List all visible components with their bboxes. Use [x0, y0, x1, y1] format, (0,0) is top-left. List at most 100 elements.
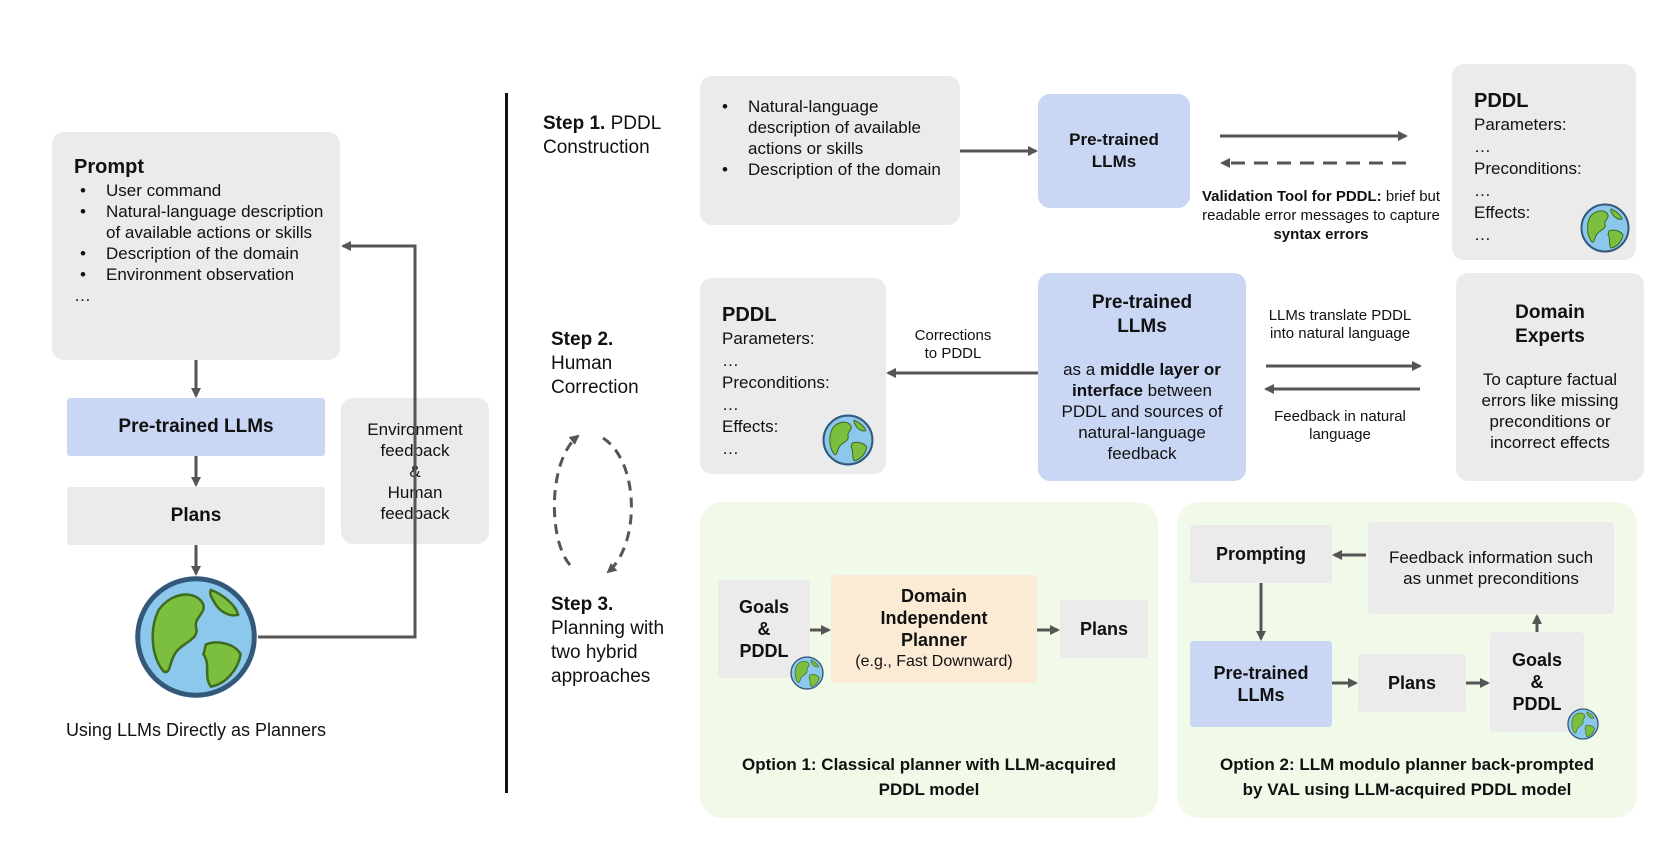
step-cycle-arrow [602, 436, 633, 574]
experts-text: To capture factual errors like missing p… [1481, 370, 1619, 452]
prompt-ellipsis: … [74, 286, 91, 305]
step2-llm-pre: as a [1063, 359, 1096, 379]
planner-line: Planner [900, 630, 968, 650]
feedback-info-box: Feedback information such as unmet preco… [1368, 522, 1614, 614]
translate-line: into natural language [1269, 325, 1411, 342]
option2-llm-label: Pre-trained LLMs [1213, 663, 1309, 705]
step1-label-bold: Step 1. [543, 113, 606, 134]
option1-plans-box: Plans [1060, 600, 1148, 658]
validation-text: Validation Tool for PDDL: brief but read… [1198, 187, 1444, 244]
step1-input-list: Natural-language description of availabl… [716, 96, 950, 180]
step2-label: Step 2. Human Correction [551, 328, 639, 400]
step3-label-line: two hybrid [551, 642, 638, 663]
step3-label-line: Planning with [551, 618, 665, 639]
experts-title: Domain Experts [1515, 302, 1585, 347]
pddl-line: … [722, 351, 739, 370]
step-cycle-arrow [552, 434, 580, 566]
pddl-line: Parameters: [1474, 115, 1567, 134]
step3-label-bold: Step 3. [551, 594, 614, 615]
planner-line: Domain [900, 586, 967, 606]
option2-caption: Option 2: LLM modulo planner back-prompt… [1177, 752, 1637, 802]
corrections-line: to PDDL [924, 345, 982, 362]
option1-caption: Option 1: Classical planner with LLM-acq… [700, 752, 1158, 802]
corrections-line: Corrections [914, 327, 992, 344]
nl-feedback-text: Feedback in natural language [1254, 408, 1426, 444]
goals-line: Goals [1511, 650, 1563, 670]
left-plans-label: Plans [170, 505, 222, 526]
goals-line: PDDL [1512, 694, 1562, 714]
option1-goals-box: Goals & PDDL [718, 580, 810, 678]
section-divider [505, 93, 508, 793]
option1-plans-label: Plans [1079, 618, 1129, 639]
step1-input-item: Description of the domain [722, 159, 950, 180]
validation-syntax: syntax errors [1273, 226, 1369, 243]
step2-pddl-title: PDDL [722, 304, 777, 326]
translate-text: LLMs translate PDDL into natural languag… [1254, 307, 1426, 343]
nl-feedback-line: Feedback in natural [1274, 408, 1406, 425]
left-plans-box: Plans [67, 487, 325, 545]
validation-bold: Validation Tool for PDDL: [1201, 188, 1382, 205]
pddl-line: Preconditions: [722, 373, 830, 392]
step2-llm-desc: as a middle layer or interface between P… [1056, 359, 1228, 464]
goals-line: Goals [738, 597, 790, 617]
step2-label-bold: Step 2. [551, 329, 614, 350]
prompt-title: Prompt [74, 156, 144, 178]
step2-llm-box: Pre-trained LLMs as a middle layer or in… [1038, 273, 1246, 481]
left-llm-label: Pre-trained LLMs [118, 416, 274, 437]
step1-label: Step 1. PDDL Construction [543, 112, 661, 160]
validation-rest: brief but readable error messages to cap… [1202, 188, 1441, 224]
pddl-line: … [722, 395, 739, 414]
option1-caption-line: Option 1: Classical planner with LLM-acq… [741, 755, 1117, 774]
step1-llm-label: Pre-trained LLMs [1069, 130, 1159, 171]
option2-goals-box: Goals & PDDL [1490, 632, 1584, 732]
goals-line: & [1530, 672, 1544, 692]
feedback-info-text: Feedback information such as unmet preco… [1388, 548, 1594, 588]
left-caption: Using LLMs Directly as Planners [65, 720, 327, 740]
step1-input-box: Natural-language description of availabl… [700, 76, 960, 225]
planner-box: Domain Independent Planner (e.g., Fast D… [831, 575, 1037, 683]
pddl-line: … [1474, 181, 1491, 200]
option2-plans-box: Plans [1358, 654, 1466, 712]
option2-plans-label: Plans [1387, 672, 1437, 693]
prompt-item: User command [80, 180, 326, 201]
planner-line: Independent [880, 608, 988, 628]
pddl-line: Effects: [722, 417, 779, 436]
step1-input-item: Natural-language description of availabl… [722, 96, 950, 159]
nl-feedback-line: language [1309, 426, 1371, 443]
step1-pddl-title: PDDL [1474, 90, 1529, 112]
goals-line: & [757, 619, 771, 639]
feedback-loop-line [258, 241, 417, 639]
translate-line: LLMs translate PDDL [1268, 307, 1412, 324]
left-llm-box: Pre-trained LLMs [67, 398, 325, 456]
pddl-line: … [1474, 225, 1491, 244]
option2-caption-line: Option 2: LLM modulo planner back-prompt… [1220, 755, 1594, 774]
prompt-item: Natural-language description of availabl… [80, 201, 326, 243]
step1-label-line2: Construction [543, 137, 650, 158]
step1-label-rest: PDDL [610, 113, 662, 134]
goals-line: PDDL [739, 641, 789, 661]
planner-sub: (e.g., Fast Downward) [855, 653, 1013, 670]
pddl-line: Effects: [1474, 203, 1531, 222]
option2-caption-line: by VAL using LLM-acquired PDDL model [1242, 780, 1572, 799]
option2-llm-box: Pre-trained LLMs [1190, 641, 1332, 727]
prompting-label: Prompting [1216, 543, 1306, 564]
step2-llm-title: Pre-trained LLMs [1091, 291, 1193, 337]
step3-label: Step 3. Planning with two hybrid approac… [551, 593, 664, 689]
corrections-text: Corrections to PDDL [890, 327, 1016, 363]
prompt-list: User command Natural-language descriptio… [74, 180, 326, 285]
prompt-item: Description of the domain [80, 243, 326, 264]
step1-llm-box: Pre-trained LLMs [1038, 94, 1190, 208]
step2-llm-bold: middle layer or interface [1072, 359, 1221, 400]
prompt-box: Prompt User command Natural-language des… [52, 132, 340, 360]
pddl-line: Preconditions: [1474, 159, 1582, 178]
pddl-line: … [1474, 137, 1491, 156]
option1-caption-line: PDDL model [878, 780, 980, 799]
step2-label-line: Correction [551, 377, 639, 398]
step2-llm-rest: between PDDL and sources of natural-lang… [1061, 380, 1223, 463]
prompt-item: Environment observation [80, 264, 326, 285]
pddl-line: … [722, 439, 739, 458]
step2-label-line: Human [551, 353, 613, 374]
pddl-line: Parameters: [722, 329, 815, 348]
step3-label-line: approaches [551, 666, 651, 687]
